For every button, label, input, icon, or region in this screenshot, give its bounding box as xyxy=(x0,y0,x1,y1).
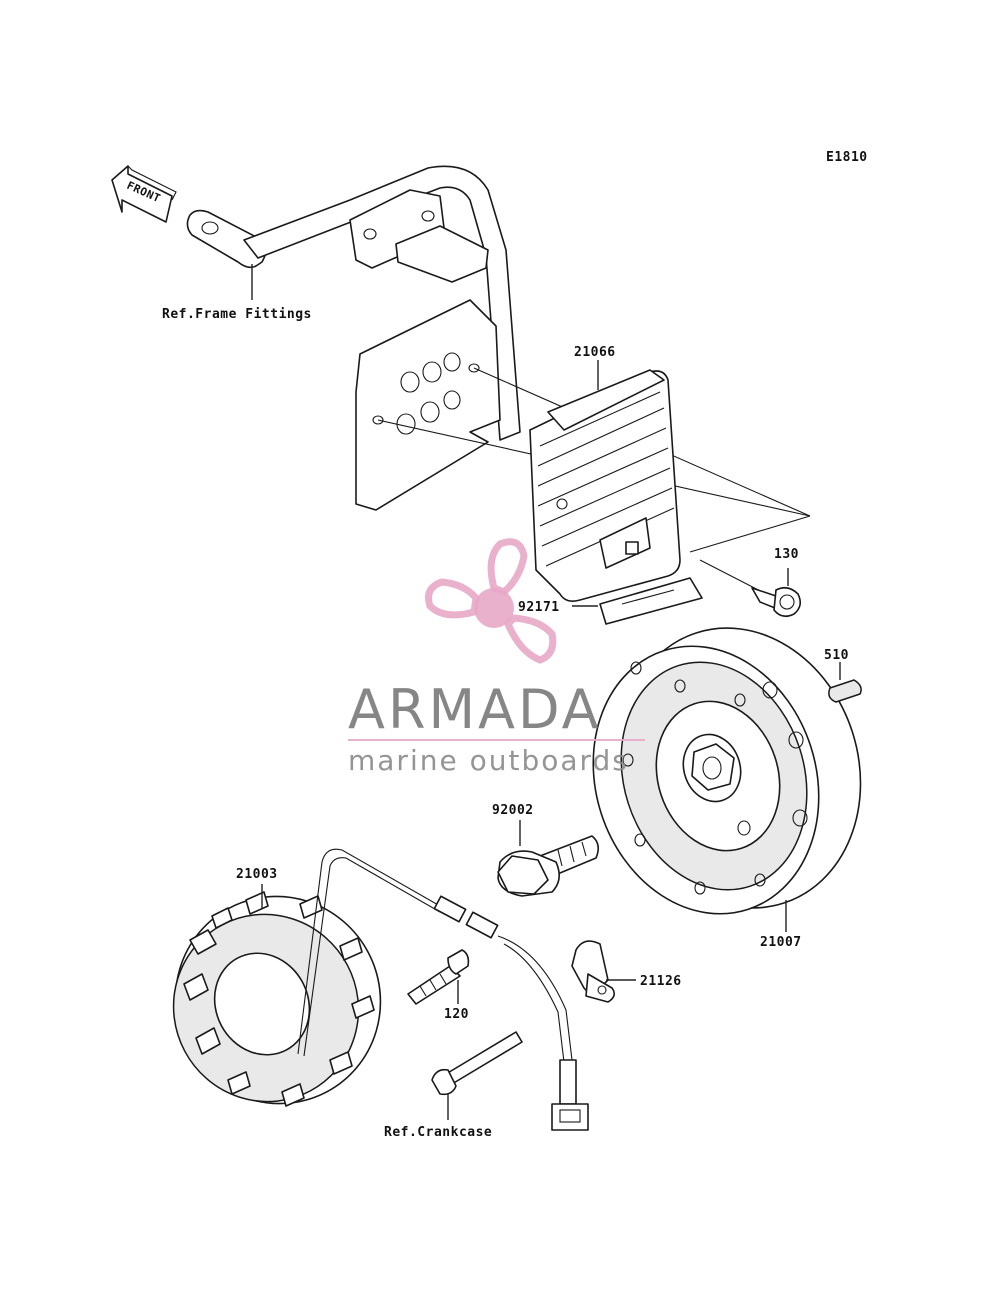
label-clamp: 21126 xyxy=(640,974,682,989)
watermark-brand: ARMADA xyxy=(348,678,602,741)
bolt-92002 xyxy=(497,835,600,897)
label-bolt-92002: 92002 xyxy=(492,803,534,818)
stator-coil xyxy=(172,891,382,1107)
label-key-510: 510 xyxy=(824,648,849,663)
front-arrow-icon: FRONT xyxy=(111,165,177,223)
label-stator: 21003 xyxy=(236,867,278,882)
plate-92171 xyxy=(599,577,703,625)
bolt-120 xyxy=(407,949,470,1005)
frame-fitting-bracket xyxy=(186,165,521,511)
label-bolt-130: 130 xyxy=(774,547,799,562)
label-crankcase: Ref.Crankcase xyxy=(384,1125,492,1140)
label-regulator: 21066 xyxy=(574,345,616,360)
armada-watermark: ARMADA marine outboards xyxy=(348,538,645,777)
regulator-rectifier xyxy=(529,369,681,602)
label-plate-92171: 92171 xyxy=(518,600,560,615)
crankcase-bolt xyxy=(431,1031,523,1096)
propeller-logo-icon xyxy=(425,538,557,664)
wire-harness xyxy=(297,848,589,1131)
diagram-code: E1810 xyxy=(826,150,868,165)
label-frame-fittings: Ref.Frame Fittings xyxy=(162,307,312,322)
flywheel-rotor xyxy=(592,627,862,915)
label-bolt-120: 120 xyxy=(444,1007,469,1022)
label-rotor: 21007 xyxy=(760,935,802,950)
woodruff-key-510 xyxy=(828,679,862,703)
wire-clamp-21126 xyxy=(571,940,616,1003)
watermark-tagline: marine outboards xyxy=(348,744,629,777)
bolt-130 xyxy=(751,586,802,618)
